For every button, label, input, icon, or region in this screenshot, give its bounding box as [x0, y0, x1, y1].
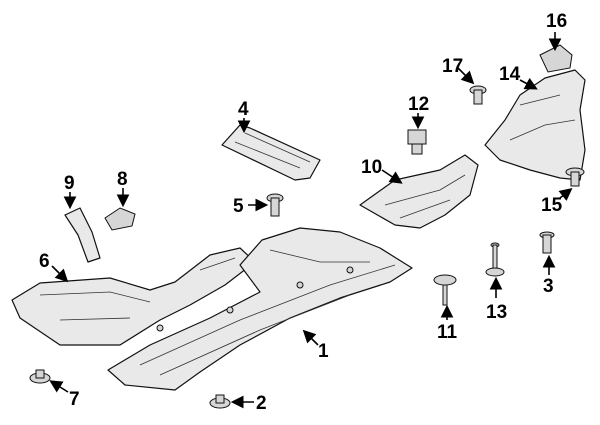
callout-16: 16 [546, 11, 567, 32]
part-9-bracket [64, 207, 101, 263]
part-8-nut [104, 207, 136, 231]
callout-4: 4 [238, 99, 249, 120]
callout-7: 7 [69, 389, 80, 410]
part-4-bracket [221, 124, 321, 181]
callout-11: 11 [437, 322, 458, 343]
callout-12: 12 [408, 94, 429, 115]
part-13-fastener [485, 242, 505, 277]
callout-6: 6 [39, 251, 50, 272]
part-11-fastener [433, 274, 457, 306]
part-12-fastener [407, 129, 427, 155]
callout-17: 17 [442, 56, 463, 77]
callout-9: 9 [64, 173, 75, 194]
part-14-side-shield [484, 69, 586, 181]
part-7-fastener [29, 369, 51, 384]
part-3-fastener [539, 231, 555, 254]
callout-10: 10 [361, 157, 382, 178]
callout-2: 2 [256, 393, 267, 414]
part-2-fastener [209, 394, 231, 409]
callout-14: 14 [499, 64, 521, 85]
part-1-main-shield [107, 227, 413, 391]
callout-labels: 16 17 14 12 4 10 9 8 5 15 3 6 11 13 1 7 … [39, 11, 567, 414]
callout-5: 5 [233, 196, 244, 217]
part-17-fastener [469, 85, 487, 105]
leader-arrows [49, 32, 573, 409]
part-5-fastener [266, 193, 284, 217]
callout-3: 3 [543, 276, 554, 297]
callout-1: 1 [318, 341, 329, 362]
callout-8: 8 [117, 169, 128, 190]
fasteners [29, 85, 585, 409]
part-10-shield [359, 154, 479, 229]
part-16-clip [539, 44, 573, 73]
callout-15: 15 [541, 195, 563, 216]
part-15-fastener [565, 167, 585, 187]
callout-13: 13 [486, 302, 507, 323]
